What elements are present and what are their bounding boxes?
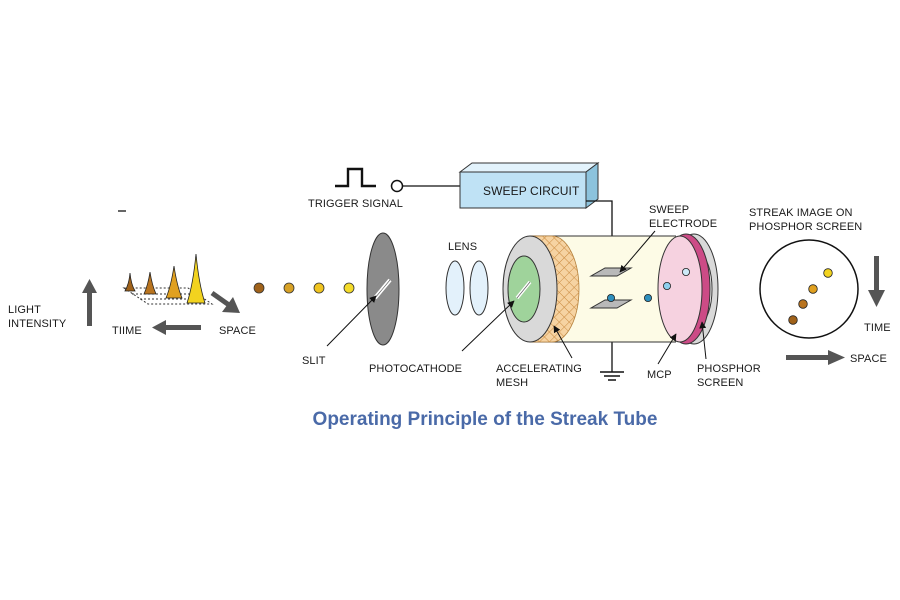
slit-disc: [366, 232, 400, 346]
pulse-peak-2: [143, 271, 157, 295]
sweep-circuit-box: SWEEP CIRCUIT: [458, 162, 600, 209]
photocathode-pointer: [461, 300, 515, 352]
streak-dot-2: [808, 284, 818, 294]
photon-dot-3: [313, 282, 325, 294]
sweep-circuit-label: SWEEP CIRCUIT: [483, 184, 580, 198]
accelerating-mesh-label-2: MESH: [496, 377, 528, 389]
streak-image-screen: [759, 239, 859, 339]
slit-pointer: [326, 295, 377, 347]
phosphor-screen-label-1: PHOSPHOR: [697, 363, 761, 375]
photocathode-label: PHOTOCATHODE: [369, 363, 462, 375]
trigger-input-connector: [390, 179, 404, 193]
pulse-peak-4: [186, 253, 206, 304]
diagonal-arrow-icon: [210, 290, 240, 313]
streak-dot-4: [788, 315, 798, 325]
light-intensity-label-2: INTENSITY: [8, 318, 67, 330]
sweep-electrode-pointer: [619, 230, 656, 273]
mcp-plate: [657, 235, 703, 343]
streak-dot-3: [798, 299, 808, 309]
electron-3: [663, 281, 672, 290]
time-axis-label: TIIME: [112, 325, 142, 337]
photon-dot-1: [253, 282, 265, 294]
sweep-electrode-label-2: ELECTRODE: [649, 218, 717, 230]
screen-space-label: SPACE: [850, 353, 887, 365]
photon-dots: [253, 282, 355, 294]
mcp-pointer: [657, 333, 677, 365]
streak-tube: [502, 233, 719, 345]
photon-dot-2: [283, 282, 295, 294]
electron-1: [607, 293, 616, 302]
trigger-signal-label: TRIGGER SIGNAL: [308, 198, 403, 210]
sweep-electrode-label-1: SWEEP: [649, 204, 689, 216]
left-arrow-icon: [152, 320, 201, 335]
streak-image-label-1: STREAK IMAGE ON: [749, 207, 853, 219]
diagram-caption: Operating Principle of the Streak Tube: [313, 409, 658, 430]
screen-time-label: TIME: [864, 322, 891, 334]
down-arrow-icon: [868, 256, 885, 307]
square-pulse-icon: [335, 167, 376, 188]
lens-pair: [445, 260, 489, 316]
right-arrow-icon: [786, 350, 845, 365]
accelerating-mesh-label-1: ACCELERATING: [496, 363, 582, 375]
slit-label: SLIT: [302, 355, 326, 367]
pulse-plane: [122, 287, 214, 305]
pulse-peak-3: [165, 265, 183, 299]
electron-4: [682, 267, 691, 276]
ground-icon: [600, 371, 624, 381]
phosphor-screen-label-2: SCREEN: [697, 377, 743, 389]
electron-2: [644, 293, 653, 302]
streak-image-label-2: PHOSPHOR SCREEN: [749, 221, 862, 233]
mcp-label: MCP: [647, 369, 672, 381]
photon-dot-4: [343, 282, 355, 294]
up-arrow-icon: [82, 279, 97, 326]
accelerating-mesh-pointer: [553, 325, 573, 359]
pulse-peak-1: [124, 272, 136, 292]
space-axis-label: SPACE: [219, 325, 256, 337]
phosphor-screen-pointer: [699, 321, 707, 360]
lens-label: LENS: [448, 241, 477, 253]
sweep-electrode-bottom: [589, 299, 633, 309]
input-pulses-graph: [122, 253, 214, 305]
light-intensity-label-1: LIGHT: [8, 304, 41, 316]
streak-dot-1: [823, 268, 833, 278]
